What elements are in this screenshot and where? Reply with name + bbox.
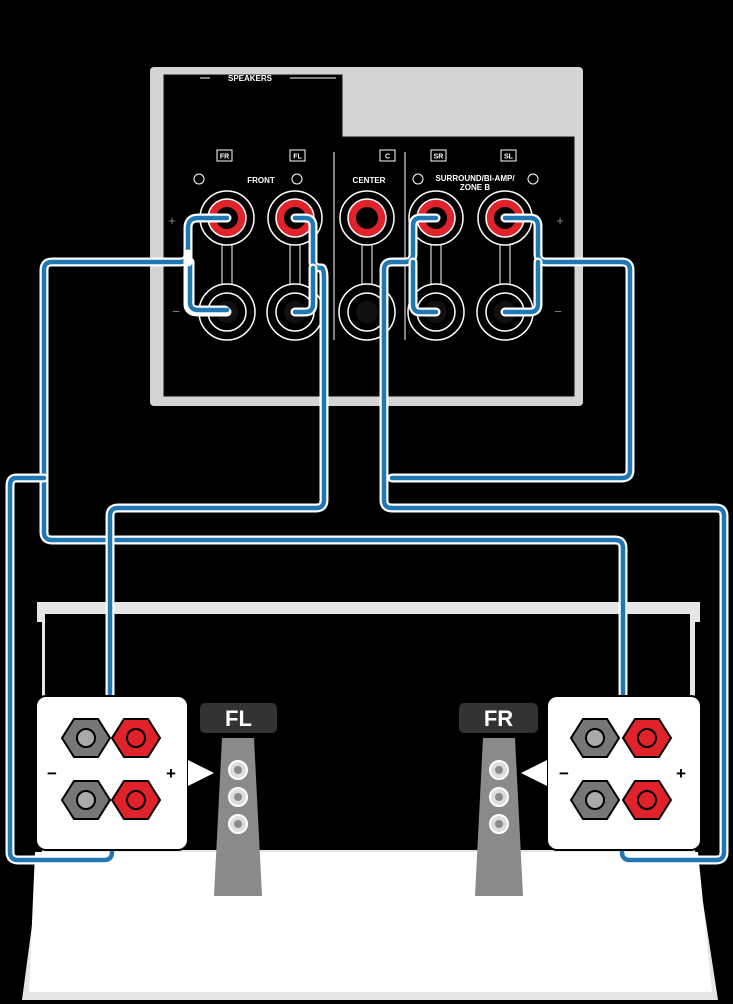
fr-speaker-label: FR	[484, 706, 513, 731]
sl-positive-terminal[interactable]	[477, 190, 533, 246]
receiver-minus-sign-right: −	[554, 304, 562, 319]
front-group-label: FRONT	[247, 176, 275, 185]
left-channel-icon	[291, 173, 303, 185]
fr-minus-sign: −	[559, 764, 569, 783]
badge-fr: FR	[216, 149, 233, 162]
badge-sr: SR	[430, 149, 447, 162]
fr-terminal-upper-negative[interactable]	[569, 718, 621, 758]
fl-minus-sign: −	[47, 764, 57, 783]
receiver-rear-panel: SPEAKERS FR FL C SR SL FRONT	[150, 67, 583, 406]
fl-terminal-upper-positive[interactable]	[110, 718, 162, 758]
wire-sl-negative	[502, 259, 541, 315]
fr-speaker: FR	[459, 703, 538, 896]
fl-speaker: FL	[200, 703, 277, 896]
fr-label-badge	[459, 703, 538, 733]
sr-negative-terminal[interactable]	[407, 283, 465, 341]
left-channel-icon	[527, 173, 539, 185]
floor	[29, 852, 712, 992]
speakers-section-label: SPEAKERS	[228, 74, 273, 83]
badge-c: C	[379, 149, 396, 162]
fl-terminal-lower-positive[interactable]	[110, 780, 162, 820]
wire-sr-negative	[410, 259, 439, 315]
fl-label-badge	[200, 703, 277, 733]
badge-sl: SL	[500, 149, 517, 162]
center-positive-terminal[interactable]	[339, 190, 395, 246]
receiver-plus-sign-left: +	[168, 213, 176, 228]
center-group-label: CENTER	[353, 176, 386, 185]
fr-terminal-lower-positive[interactable]	[621, 780, 673, 820]
svg-text:FR: FR	[220, 154, 229, 161]
zone-b-label: ZONE B	[460, 183, 490, 192]
wire-fl-negative	[292, 265, 316, 315]
svg-text:C: C	[385, 154, 390, 161]
fr-plus-sign: +	[676, 764, 686, 783]
surround-group-label: SURROUND/BI-AMP/	[435, 174, 515, 183]
fr-terminal-upper-positive[interactable]	[621, 718, 673, 758]
fl-plus-sign: +	[166, 764, 176, 783]
fr-terminal-lower-negative[interactable]	[569, 780, 621, 820]
fr-terminal-box: − +	[521, 695, 702, 851]
fl-speaker-label: FL	[225, 706, 252, 731]
svg-text:SR: SR	[434, 154, 444, 161]
right-channel-icon	[193, 173, 205, 185]
right-channel-icon	[412, 173, 424, 185]
fl-terminal-box: − +	[35, 695, 214, 851]
badge-fl: FL	[289, 149, 306, 162]
fl-terminal-upper-negative[interactable]	[60, 718, 112, 758]
svg-text:SL: SL	[504, 154, 514, 161]
receiver-plus-sign-right: +	[556, 213, 564, 228]
receiver-minus-sign-left: −	[172, 304, 180, 319]
svg-text:FL: FL	[293, 154, 302, 161]
fl-terminal-lower-negative[interactable]	[60, 780, 112, 820]
wire-sl-positive	[389, 215, 633, 481]
